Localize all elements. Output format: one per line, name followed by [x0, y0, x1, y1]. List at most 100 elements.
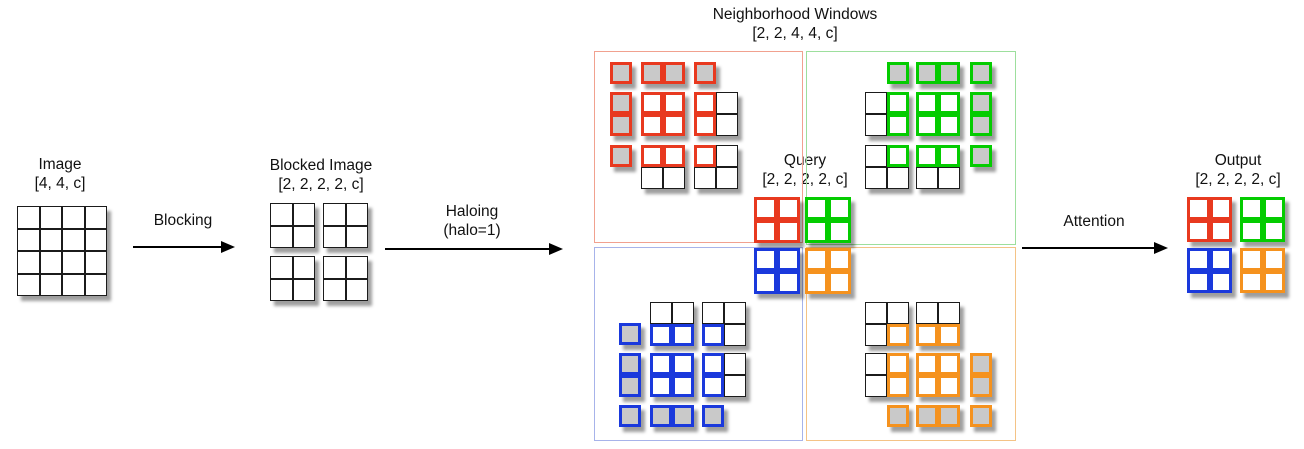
blocked-image-group	[270, 203, 315, 248]
window-green-group	[970, 92, 992, 136]
window-red-group	[694, 62, 716, 84]
block-cell	[916, 375, 938, 397]
image-label: Image [4, 4, c]	[0, 155, 120, 193]
block-cell	[650, 324, 672, 346]
neighborhood-windows-title: Neighborhood Windows	[712, 6, 878, 23]
window-orange-group	[865, 302, 909, 346]
halo-cell	[916, 62, 938, 84]
block-cell	[805, 220, 828, 243]
neighbor-cell	[17, 251, 40, 274]
window-red-group	[610, 145, 632, 167]
block-cell	[641, 145, 663, 167]
block-cell	[702, 324, 724, 346]
neighbor-cell	[345, 256, 368, 279]
block-cell	[1209, 197, 1232, 220]
halo-cell	[970, 353, 992, 375]
halo-cell	[641, 62, 663, 84]
blocked-image-group	[323, 203, 368, 248]
block-cell	[938, 114, 960, 136]
halo-cell	[887, 405, 909, 427]
neighborhood-windows-dims: [2, 2, 4, 4, c]	[752, 25, 838, 42]
window-orange-group	[916, 302, 960, 346]
block-cell	[916, 114, 938, 136]
block-cell	[1209, 219, 1232, 242]
block-cell	[650, 353, 672, 375]
attention-arrow	[1022, 242, 1168, 254]
block-cell	[887, 145, 909, 167]
block-cell	[672, 353, 694, 375]
block-cell	[1240, 197, 1263, 220]
window-orange-group	[865, 353, 909, 397]
block-cell	[777, 197, 800, 220]
halo-cell	[970, 114, 992, 136]
neighbor-cell	[17, 273, 40, 296]
image-grid-group	[17, 206, 107, 296]
blocking-arrow-label: Blocking	[153, 212, 213, 229]
window-green-group	[916, 92, 960, 136]
halo-cell	[619, 323, 641, 345]
block-cell	[672, 324, 694, 346]
output-blocks-group	[1187, 248, 1232, 293]
window-green-group	[970, 62, 992, 84]
neighbor-cell	[672, 302, 694, 324]
block-cell	[777, 248, 800, 271]
neighborhood-windows-label: Neighborhood Windows [2, 2, 4, 4, c]	[695, 5, 895, 43]
block-cell	[672, 375, 694, 397]
halo-cell	[970, 375, 992, 397]
neighbor-cell	[323, 256, 346, 279]
window-red-group	[610, 62, 632, 84]
neighbor-cell	[292, 203, 315, 226]
window-orange-group	[970, 405, 992, 427]
halo-cell	[970, 62, 992, 84]
neighbor-cell	[345, 225, 368, 248]
window-blue-group	[702, 353, 746, 397]
neighbor-cell	[702, 302, 724, 324]
halo-cell	[650, 405, 672, 427]
image-dims: [4, 4, c]	[34, 175, 86, 192]
blocked-image-group	[270, 256, 315, 301]
window-orange-group	[916, 353, 960, 397]
halo-cell	[619, 405, 641, 427]
query-blocks-group	[754, 197, 800, 243]
neighbor-cell	[887, 302, 909, 324]
neighbor-cell	[887, 167, 909, 189]
halo-cell	[672, 405, 694, 427]
halo-cell	[619, 375, 641, 397]
image-title: Image	[38, 156, 82, 173]
block-cell	[805, 271, 828, 294]
window-blue-group	[619, 323, 641, 345]
block-cell	[754, 197, 777, 220]
neighbor-cell	[663, 167, 685, 189]
halo-cell	[938, 62, 960, 84]
window-red-group	[610, 92, 632, 136]
query-dims: [2, 2, 2, 2, c]	[762, 171, 848, 188]
neighbor-cell	[270, 203, 293, 226]
blocked-image-dims: [2, 2, 2, 2, c]	[278, 176, 364, 193]
block-cell	[938, 92, 960, 114]
neighbor-cell	[270, 225, 293, 248]
query-blocks-group	[754, 248, 800, 294]
neighbor-cell	[724, 353, 746, 375]
window-orange-group	[970, 353, 992, 397]
neighbor-cell	[62, 206, 85, 229]
haloing-arrow-label: Haloing (halo=1)	[443, 203, 501, 239]
neighbor-cell	[865, 353, 887, 375]
block-cell	[641, 114, 663, 136]
block-cell	[694, 114, 716, 136]
block-cell	[828, 220, 851, 243]
neighbor-cell	[865, 302, 887, 324]
query-title: Query	[783, 152, 827, 169]
block-cell	[887, 92, 909, 114]
output-blocks-group	[1240, 197, 1285, 242]
block-cell	[754, 248, 777, 271]
halo-cell	[970, 92, 992, 114]
block-cell	[1187, 270, 1210, 293]
neighbor-cell	[39, 273, 62, 296]
neighbor-cell	[724, 302, 746, 324]
window-green-group	[865, 92, 909, 136]
window-box-orange	[806, 247, 1016, 441]
halo-cell	[887, 62, 909, 84]
halo-cell	[610, 92, 632, 114]
neighbor-cell	[865, 167, 887, 189]
output-blocks-group	[1240, 248, 1285, 293]
